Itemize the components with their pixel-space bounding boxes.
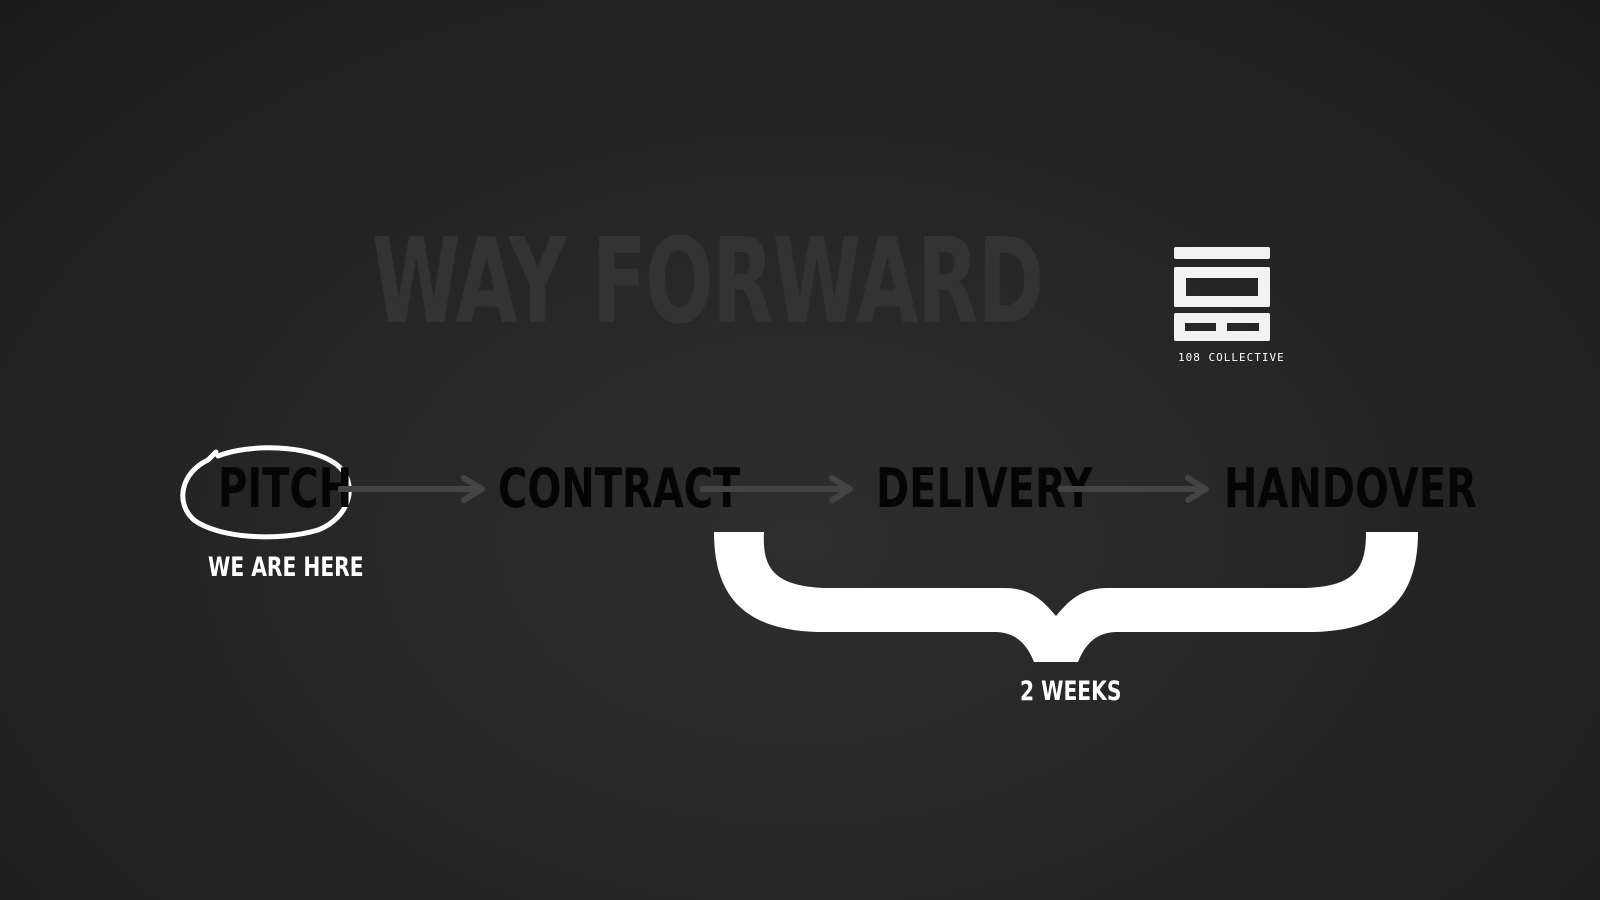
duration-note: 2 WEEKS [1020, 676, 1122, 707]
logo-108-icon [1174, 247, 1270, 341]
logo-caption: 108 COLLECTIVE [1178, 351, 1285, 364]
step-pitch: PITCH [218, 457, 353, 520]
hand-drawn-circle-icon [180, 445, 352, 540]
curly-brace-icon [714, 532, 1418, 662]
step-delivery: DELIVERY [876, 457, 1093, 520]
right-arrow-icon [1058, 475, 1209, 503]
logo: 108 COLLECTIVE [1170, 245, 1284, 371]
current-step-note: WE ARE HERE [208, 552, 364, 583]
page-title: WAY FORWARD [372, 212, 1044, 350]
step-handover: HANDOVER [1224, 457, 1477, 520]
right-arrow-icon [700, 475, 853, 503]
right-arrow-icon [338, 475, 485, 503]
